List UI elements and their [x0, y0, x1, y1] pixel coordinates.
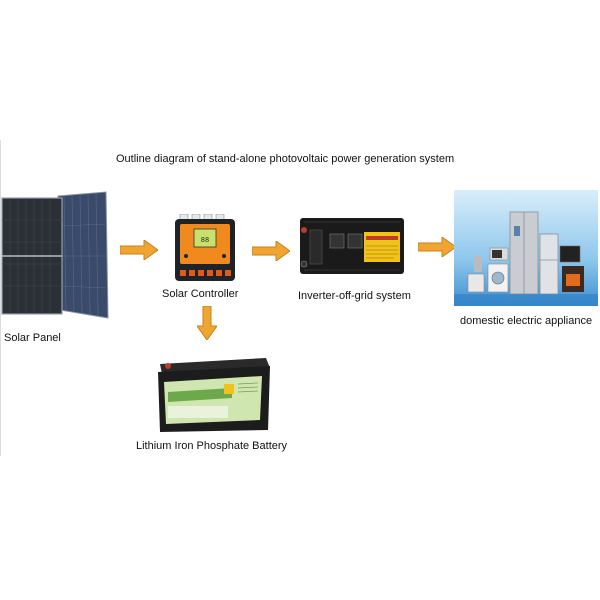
solar-controller-label: Solar Controller: [162, 288, 239, 300]
svg-text:88: 88: [201, 236, 209, 244]
battery-label: Lithium Iron Phosphate Battery: [136, 440, 288, 452]
solar-controller-image: 88: [172, 214, 238, 284]
inverter-label: Inverter-off-grid system: [298, 290, 411, 302]
arrow-right-icon: [418, 237, 456, 257]
battery-image: [154, 354, 272, 434]
arrow-right-icon: [252, 241, 290, 261]
inverter-image: [296, 214, 408, 278]
solar-panel-image: [0, 190, 112, 320]
diagram-title: Outline diagram of stand-alone photovolt…: [116, 153, 455, 165]
appliances-label: domestic electric appliance: [460, 315, 593, 327]
arrow-down-icon: [197, 306, 217, 340]
arrow-right-icon: [120, 240, 158, 260]
frame-line: [0, 140, 1, 456]
solar-panel-label: Solar Panel: [4, 332, 61, 344]
appliances-image: [454, 190, 598, 306]
